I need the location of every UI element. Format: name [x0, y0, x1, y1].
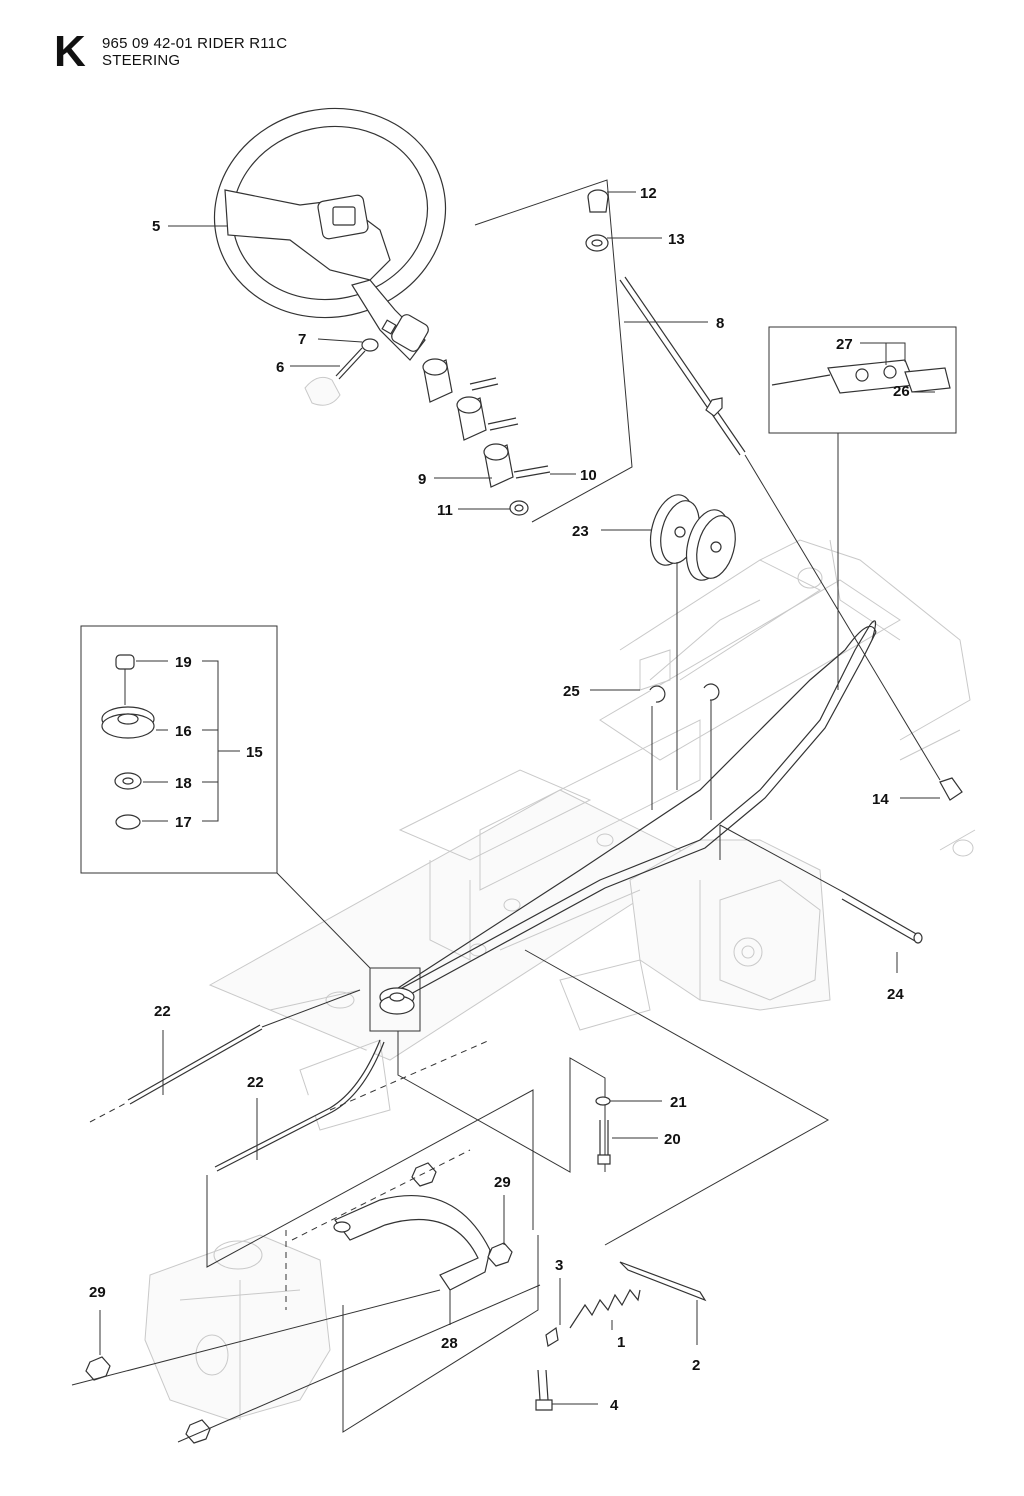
cable-end-detail-box	[768, 326, 957, 434]
callout-20: 20	[664, 1131, 681, 1148]
cable-dash-lower	[329, 1039, 491, 1111]
chassis-frame-ghost	[208, 539, 976, 1131]
callout-17: 17	[175, 814, 192, 831]
lower-outline-3	[206, 1089, 534, 1268]
pulley-assembly-parts[interactable]	[101, 654, 155, 830]
steering-bracket[interactable]	[333, 1194, 491, 1291]
screw-and-washer-lower[interactable]	[595, 1096, 611, 1165]
callout-13: 13	[668, 231, 685, 248]
cable-run-upper	[261, 989, 361, 1028]
pulley-location-box	[369, 967, 421, 1032]
center-cap[interactable]	[304, 376, 341, 406]
callout-22-upper: 22	[154, 1003, 171, 1020]
shaft-group-outline	[474, 179, 633, 523]
callout-18: 18	[175, 775, 192, 792]
callout-27: 27	[836, 336, 853, 353]
bolt-axis-2	[177, 1284, 541, 1443]
nut-bottom[interactable]	[185, 1419, 211, 1444]
steering-cable[interactable]	[379, 620, 877, 1009]
shaft-bushings[interactable]	[422, 358, 551, 516]
callout-2: 2	[692, 1357, 700, 1374]
retaining-clips[interactable]	[649, 683, 720, 703]
callout-7: 7	[298, 331, 306, 348]
callout-5: 5	[152, 218, 160, 235]
callout-1: 1	[617, 1334, 625, 1351]
callout-6: 6	[276, 359, 284, 376]
callout-8: 8	[716, 315, 724, 332]
cable-dash-upper	[89, 1101, 129, 1123]
steering-wheel[interactable]	[195, 87, 465, 361]
callout-22-lower: 22	[247, 1074, 264, 1091]
cable-end-rod-upper[interactable]	[127, 1024, 263, 1105]
callout-14: 14	[872, 791, 889, 808]
lower-outline-2	[524, 949, 830, 1246]
callout-9: 9	[418, 471, 426, 488]
spring-assembly[interactable]	[535, 1261, 707, 1411]
callout-4: 4	[610, 1397, 619, 1414]
callout-25: 25	[563, 683, 580, 700]
callout-3: 3	[555, 1257, 563, 1274]
section-letter: K	[54, 27, 86, 76]
callout-28: 28	[441, 1335, 458, 1352]
callout-24: 24	[887, 986, 904, 1003]
callout-26: 26	[893, 383, 910, 400]
nut-upper[interactable]	[411, 1162, 437, 1187]
leader-shaft-to-bolt	[744, 454, 941, 781]
lower-outline-4	[342, 1235, 539, 1433]
callout-29-right: 29	[494, 1174, 511, 1191]
callout-15: 15	[246, 744, 263, 761]
callout-29-left: 29	[89, 1284, 106, 1301]
nut-right[interactable]	[487, 1242, 513, 1267]
assembly-title: STEERING	[102, 52, 181, 69]
lower-outline-1	[397, 1031, 606, 1173]
callout-16: 16	[175, 723, 192, 740]
part-number-title: 965 09 42-01 RIDER R11C	[102, 35, 288, 52]
gearbox-housing-ghost	[144, 1234, 331, 1421]
bolt[interactable]	[939, 777, 963, 801]
axle-leader	[719, 824, 846, 894]
pulley-on-chassis[interactable]	[379, 987, 415, 1015]
screw-and-washer[interactable]	[335, 319, 397, 380]
page-header: K 965 09 42-01 RIDER R11C STEERING	[0, 0, 1024, 90]
detail-box-leader	[276, 872, 371, 969]
callout-10: 10	[580, 467, 597, 484]
pulley-assembly-detail-box	[80, 625, 278, 874]
pulleys[interactable]	[643, 490, 741, 585]
callout-12: 12	[640, 185, 657, 202]
bracket-dash	[291, 1149, 471, 1241]
steering-shaft[interactable]	[585, 189, 746, 456]
callout-11: 11	[437, 502, 453, 519]
callout-21: 21	[670, 1094, 687, 1111]
cable-end-rod-lower[interactable]	[214, 1039, 385, 1172]
callout-leaders	[99, 191, 940, 1405]
callout-23: 23	[572, 523, 589, 540]
callout-labels: 5 6 7 8 9 10 11 12 13 14 15 16 17 18 19 …	[89, 185, 910, 1414]
axle-rod[interactable]	[841, 892, 923, 944]
bolt-axis-1	[71, 1289, 441, 1386]
cable-end-parts[interactable]	[771, 359, 951, 394]
callout-19: 19	[175, 654, 192, 671]
